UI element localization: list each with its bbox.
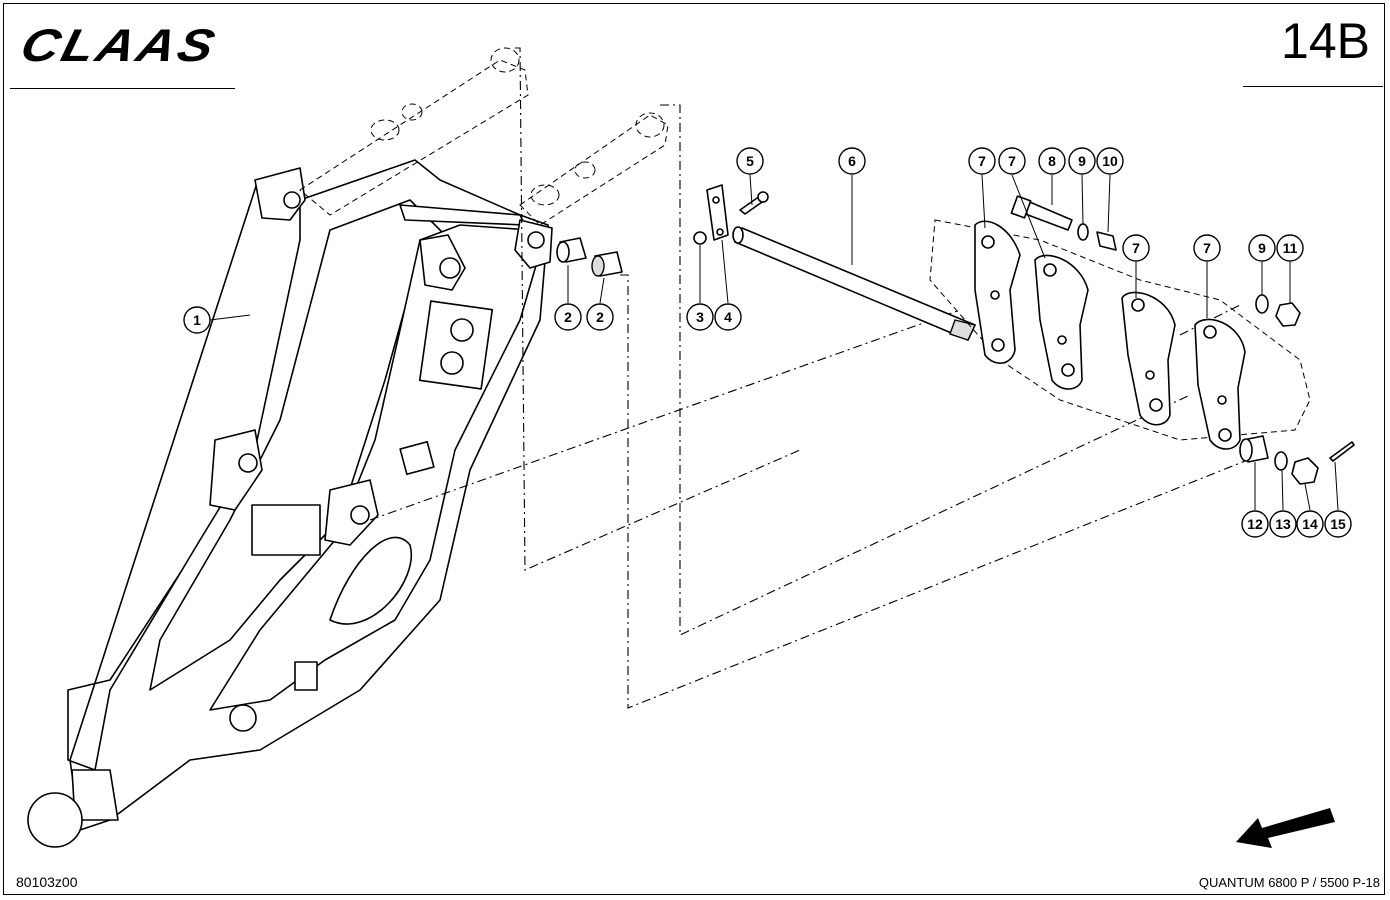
callout-13: 13 [1269,510,1297,538]
callout-15: 15 [1324,510,1352,538]
hydraulic-cylinder-ghost-upper [299,47,529,216]
callout-2a: 2 [554,303,582,331]
callout-5: 5 [736,147,764,175]
svg-text:12: 12 [1247,516,1263,532]
model-designation: QUANTUM 6800 P / 5500 P-18 [1198,875,1380,890]
callout-9a: 9 [1068,147,1096,175]
bushing-parts [556,237,623,277]
svg-text:5: 5 [746,153,754,169]
svg-text:4: 4 [724,309,732,325]
svg-text:14: 14 [1302,516,1318,532]
callout-1: 1 [183,306,211,334]
callout-7c: 7 [1122,234,1150,262]
callout-3: 3 [686,303,714,331]
svg-text:9: 9 [1258,240,1266,256]
svg-text:7: 7 [1203,240,1211,256]
callout-7b: 7 [998,147,1026,175]
header-rule-left [10,88,235,89]
callout-4: 4 [714,303,742,331]
svg-text:7: 7 [1008,153,1016,169]
svg-text:9: 9 [1078,153,1086,169]
callout-7a: 7 [968,147,996,175]
callout-10: 10 [1096,147,1124,175]
svg-text:6: 6 [848,153,856,169]
page-number: 14B [1281,13,1370,69]
svg-text:10: 10 [1102,153,1118,169]
svg-text:15: 15 [1330,516,1346,532]
svg-text:2: 2 [564,309,572,325]
svg-text:11: 11 [1283,240,1298,256]
header-rule-right [1243,86,1383,87]
svg-text:2: 2 [596,309,604,325]
callout-8: 8 [1038,147,1066,175]
svg-text:8: 8 [1048,153,1056,169]
callout-9b: 9 [1248,234,1276,262]
fastener-parts [1010,195,1355,485]
drawbar-frame [27,159,553,848]
linkage-plates [929,219,1311,450]
svg-text:1: 1 [193,312,201,328]
svg-text:7: 7 [978,153,986,169]
callout-14: 14 [1296,510,1324,538]
callout-7d: 7 [1193,234,1221,262]
svg-text:13: 13 [1275,516,1291,532]
callout-11: 11 [1276,234,1304,262]
svg-text:7: 7 [1132,240,1140,256]
callout-12: 12 [1241,510,1269,538]
arrow-down-left-icon [1236,808,1335,848]
pin-shaft [732,226,976,341]
sheet-border [3,3,1385,895]
drawing-code: 80103z00 [16,874,78,890]
callout-2b: 2 [586,303,614,331]
hydraulic-cylinder-ghost-lower [519,112,669,226]
svg-text:3: 3 [696,309,704,325]
locking-plate-assembly [693,184,769,245]
leader-lines [209,174,1339,511]
callout-6: 6 [838,147,866,175]
